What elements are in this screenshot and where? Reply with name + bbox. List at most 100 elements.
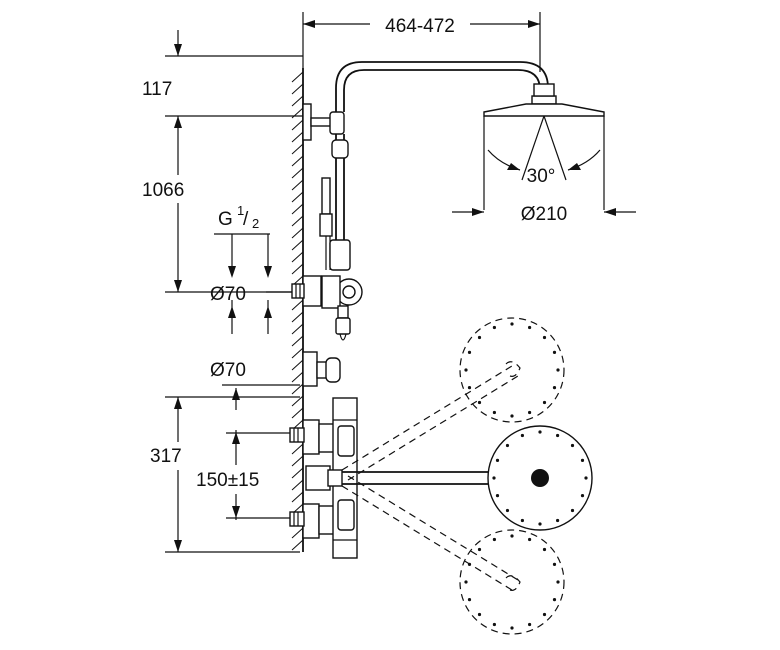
nozzle-dot	[492, 410, 496, 415]
hatch-line	[291, 407, 304, 419]
nozzle-dot	[467, 386, 472, 390]
nozzle-dot	[580, 458, 585, 462]
dim-label-thread: G	[218, 209, 233, 230]
nozzle-dot	[510, 414, 514, 418]
nozzle-dot	[542, 612, 547, 617]
hatch-line	[291, 83, 304, 95]
nozzle-dot	[477, 612, 482, 617]
nozzle-dot	[495, 494, 500, 498]
hatch-line	[291, 239, 304, 251]
nozzle-dot	[528, 537, 532, 542]
dim-label-escutcheon-lower: Ø70	[210, 360, 246, 381]
hatch-line	[291, 179, 304, 191]
wall	[291, 68, 304, 552]
dim-label-head-diameter: Ø210	[521, 204, 567, 225]
nozzle-dot	[528, 622, 532, 627]
hatch-line	[291, 263, 304, 275]
nozzle-dot	[542, 547, 547, 552]
nozzle-dot	[492, 537, 496, 542]
nozzle-dot	[520, 518, 525, 523]
nozzle-dot	[510, 322, 514, 326]
nozzle-dot	[492, 325, 496, 330]
nozzle-dot	[552, 562, 557, 567]
nozzle-dot	[552, 350, 557, 354]
nozzle-dot	[467, 598, 472, 602]
hatch-line	[291, 191, 304, 203]
dimension-arm-reach: 464-472	[302, 12, 541, 72]
nozzle-dot	[570, 508, 575, 513]
hatch-line	[291, 335, 304, 347]
dim-label-inlet-spacing: 150±15	[196, 470, 259, 491]
hatch-line	[291, 359, 304, 371]
nozzle-dot	[552, 386, 557, 390]
nozzle-dot	[556, 368, 560, 372]
hatch-line	[291, 143, 304, 155]
nozzle-dot	[570, 443, 575, 448]
nozzle-dot	[477, 335, 482, 340]
nozzle-dot	[538, 430, 542, 434]
nozzle-dot	[505, 508, 510, 513]
thermostatic-mixer	[289, 397, 358, 559]
dimension-escutcheon-lower: Ø70	[210, 360, 300, 410]
dimension-thread: G 1 / 2	[214, 203, 272, 278]
nozzle-dot	[556, 580, 560, 584]
nozzle-dot	[556, 433, 560, 438]
nozzle-dot	[505, 443, 510, 448]
nozzle-dot	[520, 433, 525, 438]
wall-elbow	[302, 351, 341, 387]
dim-label-height: 1066	[142, 180, 184, 201]
nozzle-dot	[528, 410, 532, 415]
rotation-diagram	[341, 317, 593, 635]
hatch-line	[291, 227, 304, 239]
nozzle-dot	[477, 547, 482, 552]
nozzle-dot	[464, 580, 468, 584]
shower-head: 30° Ø210	[452, 83, 636, 225]
hatch-line	[291, 371, 304, 383]
hatch-line	[291, 95, 304, 107]
dim-label-top-offset: 117	[142, 79, 172, 100]
hatch-line	[291, 155, 304, 167]
dimension-vertical-chain: 117 1066 317	[140, 30, 305, 553]
nozzle-dot	[556, 518, 560, 523]
dim-label-arm-reach: 464-472	[385, 16, 455, 37]
nozzle-dot	[467, 350, 472, 354]
nozzle-dot	[584, 476, 588, 480]
nozzle-dot	[542, 400, 547, 405]
nozzle-dot	[510, 534, 514, 538]
nozzle-dot	[477, 400, 482, 405]
head-dots-center	[492, 430, 588, 526]
shower-column	[291, 61, 549, 341]
hatch-line	[291, 383, 304, 395]
nozzle-dot	[552, 598, 557, 602]
hatch-line	[291, 299, 304, 311]
hatch-line	[291, 479, 304, 491]
head-dots-lower	[464, 534, 560, 630]
hatch-line	[291, 131, 304, 143]
nozzle-dot	[542, 335, 547, 340]
hatch-line	[291, 215, 304, 227]
dimension-inlet-spacing: 150±15	[196, 430, 296, 520]
nozzle-dot	[510, 626, 514, 630]
dim-label-mixer-height: 317	[150, 446, 182, 467]
dimension-escutcheon-upper: Ø70	[210, 284, 296, 334]
nozzle-dot	[495, 458, 500, 462]
nozzle-dot	[538, 522, 542, 526]
hatch-line	[291, 323, 304, 335]
dim-label-spray-angle: 30°	[527, 166, 556, 187]
nozzle-dot	[464, 368, 468, 372]
hatch-line	[291, 251, 304, 263]
wall-hatching	[291, 71, 304, 551]
dim-label-thread-num: 1	[237, 203, 244, 218]
nozzle-dot	[528, 325, 532, 330]
hatch-line	[291, 311, 304, 323]
hatch-line	[291, 395, 304, 407]
hatch-line	[291, 71, 304, 83]
nozzle-dot	[492, 476, 496, 480]
hatch-line	[291, 455, 304, 467]
nozzle-dot	[492, 622, 496, 627]
hatch-line	[291, 467, 304, 479]
hatch-line	[291, 119, 304, 131]
hatch-line	[291, 527, 304, 539]
hatch-line	[291, 203, 304, 215]
